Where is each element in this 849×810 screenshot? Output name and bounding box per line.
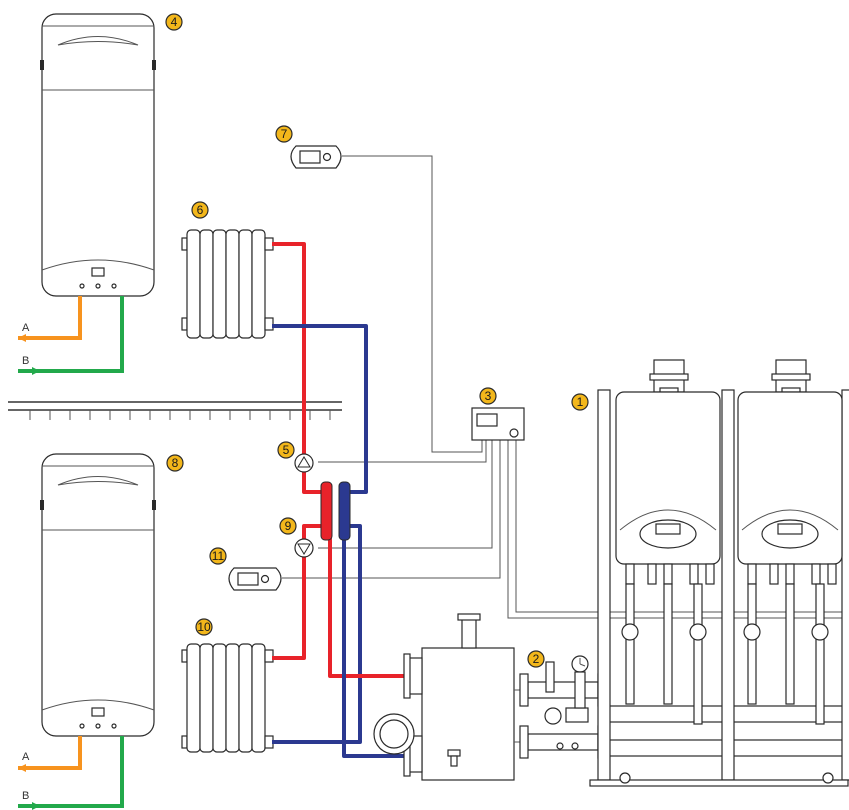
svg-text:9: 9 xyxy=(285,519,292,533)
badge-6: 6 xyxy=(192,202,208,218)
svg-text:3: 3 xyxy=(485,389,492,403)
svg-text:10: 10 xyxy=(197,620,211,634)
floor-slab xyxy=(8,402,342,420)
badge-1: 1 xyxy=(572,394,588,410)
badge-5: 5 xyxy=(278,442,294,458)
radiator-top xyxy=(182,230,273,338)
controller-icon xyxy=(472,408,524,440)
svg-text:5: 5 xyxy=(283,443,290,457)
circulator-pump-icon xyxy=(295,539,313,557)
room-thermostat-icon xyxy=(291,146,341,168)
svg-text:2: 2 xyxy=(533,652,540,666)
badge-7: 7 xyxy=(276,126,292,142)
badge-8: 8 xyxy=(167,455,183,471)
svg-text:6: 6 xyxy=(197,203,204,217)
svg-text:7: 7 xyxy=(281,127,288,141)
svg-text:1: 1 xyxy=(577,395,584,409)
dhw-in-top xyxy=(18,296,122,371)
label-a-top: A xyxy=(22,322,30,334)
room-thermostat-icon xyxy=(229,568,281,590)
badge-2: 2 xyxy=(528,651,544,667)
label-b-bottom: B xyxy=(22,790,29,802)
badge-4: 4 xyxy=(166,14,182,30)
manifold xyxy=(520,656,846,758)
svg-text:11: 11 xyxy=(212,549,225,563)
circulator-pump-icon xyxy=(295,454,313,472)
hydraulic-separator-icon xyxy=(321,482,350,540)
water-heater-bottom xyxy=(40,454,156,736)
badge-10: 10 xyxy=(196,619,212,635)
wall-boiler-icon xyxy=(738,360,842,724)
dhw-in-bottom xyxy=(18,736,122,806)
wall-boiler-icon xyxy=(616,360,720,724)
badge-11: 11 xyxy=(210,548,226,564)
label-b-top: B xyxy=(22,355,29,367)
svg-text:8: 8 xyxy=(172,456,179,470)
water-heater-top xyxy=(40,14,156,296)
label-a-bottom: A xyxy=(22,751,30,763)
svg-text:4: 4 xyxy=(171,15,178,29)
badge-9: 9 xyxy=(280,518,296,534)
badge-3: 3 xyxy=(480,388,496,404)
radiator-bottom xyxy=(182,644,273,752)
